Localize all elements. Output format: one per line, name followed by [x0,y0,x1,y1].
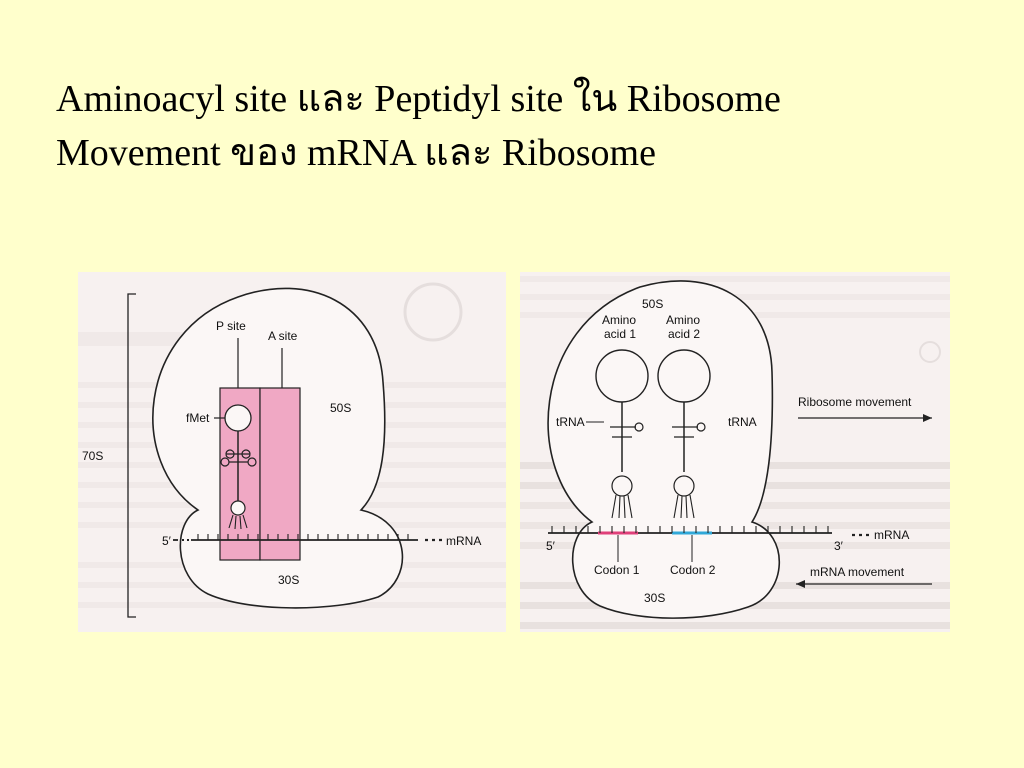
ribosome-sites-figure: 70S P site A site fMet 50S 5′ [78,272,506,632]
label-mrna: mRNA [446,534,481,548]
mrna-movement-figure: 50S Amino acid 1 Amino acid 2 tRNA tRNA … [520,272,950,632]
label-trna-right: tRNA [728,415,757,429]
label-ribosome-movement: Ribosome movement [798,395,912,409]
70s-bracket [127,293,136,618]
label-amino-acid-1-line1: Amino [602,313,636,327]
mrna-ticks-right [551,526,829,533]
mrna-ticks [197,534,409,540]
amino-acid-1 [595,349,649,403]
label-codon-2: Codon 2 [670,563,716,577]
label-amino-acid-1-line2: acid 1 [604,327,636,341]
amino-acid-2 [657,349,711,403]
label-5-prime: 5′ [162,534,172,548]
label-70s: 70S [82,449,103,463]
label-trna-left: tRNA [556,415,585,429]
anticodon-loop-1 [611,475,633,497]
title-line-1: Aminoacyl site และ Peptidyl site ใน Ribo… [56,78,781,120]
slide-title: Aminoacyl site และ Peptidyl site ใน Ribo… [56,72,781,180]
label-amino-acid-2-line2: acid 2 [668,327,700,341]
anticodon-loop-2 [673,475,695,497]
title-line-2: Movement ของ mRNA และ Ribosome [56,132,656,174]
label-mrna-right: mRNA [874,528,909,542]
ribosome-outline-right [547,280,781,619]
label-3-prime: 3′ [834,539,844,553]
label-amino-acid-2-line1: Amino [666,313,700,327]
a-site-box [259,387,301,561]
label-5-prime-right: 5′ [546,539,556,553]
label-30s: 30S [278,573,299,587]
fmet-amino-acid [224,404,252,432]
ribosome-sites-diagram: 70S P site A site fMet 50S 5′ [78,282,506,618]
label-fmet: fMet [186,411,210,425]
label-a-site: A site [268,329,298,343]
label-30s-right: 30S [644,591,665,605]
label-50s-right: 50S [642,297,663,311]
mrna-movement-diagram: 50S Amino acid 1 Amino acid 2 tRNA tRNA … [520,276,950,629]
label-p-site: P site [216,319,246,333]
anticodon-loop [230,500,246,516]
label-50s: 50S [330,401,351,415]
label-mrna-movement: mRNA movement [810,565,905,579]
label-codon-1: Codon 1 [594,563,640,577]
